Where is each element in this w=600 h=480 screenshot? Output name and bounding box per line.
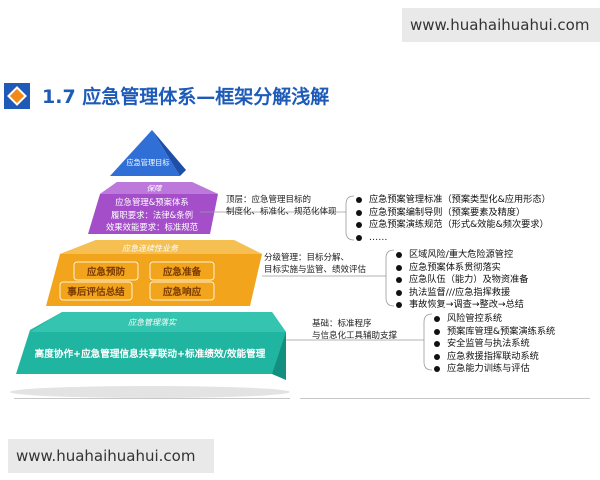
list-item: 应急队伍（能力）及物资准备 [396,274,528,287]
tier3-box4-frame [149,281,215,301]
bullet-icon [356,209,362,216]
bullet-icon [396,264,402,271]
list-item: 安全监管与执法系统 [434,338,555,351]
tier3-box1-frame [73,261,139,281]
bracket-bottom [423,313,433,371]
bullet-icon [356,222,362,229]
tier4-label: 应急管理落实 [128,318,177,327]
list-item: 预案库管理&预案演练系统 [434,326,555,339]
tier3-label: 应急连续性业务 [122,244,179,253]
bullet-icon [396,277,402,284]
list-item: 应急救援指挥联动系统 [434,351,555,364]
tier4-line1: 高度协作+应急管理信息共享联动+标准绩效/效能管理 [35,348,266,360]
bullet-icon [396,289,402,296]
top-section-list: 应急预案管理标准（预案类型化&应用形态） 应急预案编制导则（预案要素及精度） 应… [356,194,551,244]
list-item: 事故恢复→调查→整改→总结 [396,299,528,312]
tier3-box3-frame [59,281,133,301]
tier4-top-face [30,312,286,332]
tier1-shape [110,130,180,176]
middle-note-line2: 目标实施与监管、绩效评估 [264,265,367,275]
bottom-section-note: 基础：标准程序 与信息化工具辅助支撑 [312,318,397,342]
bullet-icon [396,302,402,309]
bullet-icon [434,341,440,348]
tier2-shape [88,182,218,234]
diamond-icon [4,83,30,109]
footer-rule-right [300,398,590,399]
list-item: 区域风险/重大危险源管控 [396,249,528,262]
bullet-icon [356,234,362,241]
list-item: 应急能力训练与评估 [434,363,555,376]
bullet-icon [434,328,440,335]
middle-section-list: 区域风险/重大危险源管控 应急预案体系贯彻落实 应急队伍（能力）及物资准备 执法… [396,249,528,312]
list-item: 应急预案演练规范（形式&效能&频次要求） [356,219,551,232]
footer-rule-left [14,398,290,399]
bottom-note-line2: 与信息化工具辅助支撑 [312,331,398,341]
tier2-line1: 应急管理&预案体系 [115,197,189,207]
tier1-label: 应急管理目标 [126,158,169,167]
tier2-top-face [100,182,218,194]
top-note-line1: 顶层：应急管理目标的 [226,195,312,205]
tier3-top-face [60,240,262,254]
middle-section-note: 分级管理：目标分解、 目标实施与监管、绩效评估 [264,252,366,276]
list-item: 风险管控系统 [434,313,555,326]
list-item: 应急预案管理标准（预案类型化&应用形态） [356,194,551,207]
list-item: 应急预案编制导则（预案要素及精度） [356,207,551,220]
tier2-label: 保障 [147,184,163,193]
bullet-icon [434,316,440,322]
tier3-box2: 应急准备 [163,266,202,278]
tier2-line2: 履职要求：法律&条例 [111,210,193,220]
slide-title-bar: 1.7 应急管理体系—框架分解浅解 [0,78,600,116]
bullet-icon [356,197,362,203]
tier3-box1: 应急预防 [87,266,126,278]
tier3-box2-frame [149,261,215,281]
tier1-side [152,130,186,176]
tier3-box3: 事后评估总结 [67,286,125,298]
bottom-section-list: 风险管控系统 预案库管理&预案演练系统 安全监管与执法系统 应急救援指挥联动系统… [434,313,555,376]
slide-title: 1.7 应急管理体系—框架分解浅解 [42,86,330,108]
bracket-top [345,195,355,241]
tier2-line3: 效果效能要求：标准规范 [106,222,199,232]
bottom-note-line1: 基础：标准程序 [312,319,372,329]
bullet-icon [434,353,440,360]
bracket-middle [385,249,395,307]
bullet-icon [396,252,402,258]
list-item: 执法监督///应急指挥救援 [396,287,528,300]
list-item: 应急预案体系贯彻落实 [396,262,528,275]
top-section-note: 顶层：应急管理目标的 制度化、标准化、规范化体现 [226,194,337,218]
bullet-icon [434,366,440,373]
tier3-shape [46,240,262,306]
watermark-top: www.huahaihuahui.com [402,8,600,42]
watermark-bottom: www.huahaihuahui.com [8,439,214,473]
tier3-box4: 应急响应 [163,286,202,298]
middle-note-line1: 分级管理：目标分解、 [264,253,350,263]
top-note-line2: 制度化、标准化、规范化体现 [226,207,337,217]
pyramid-shadow [10,386,290,398]
list-item: …… [356,232,551,245]
